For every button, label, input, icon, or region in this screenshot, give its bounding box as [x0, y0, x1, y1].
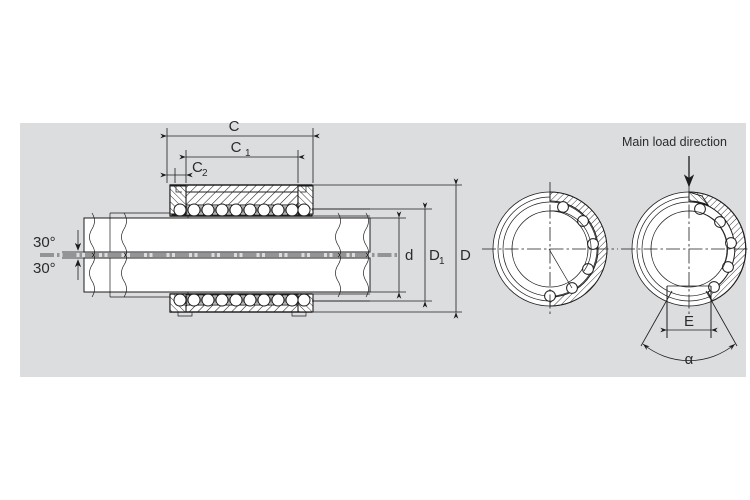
dim-D1-label: D [429, 247, 440, 264]
dim-D1-subscript: 1 [439, 256, 445, 267]
dim-E-label: E [684, 313, 694, 330]
dim-C-label: C [229, 118, 240, 135]
cage-separators-lower [186, 296, 286, 304]
dim-D-label: D [460, 247, 471, 264]
dim-C2-label: C [192, 159, 203, 176]
dim-alpha: α [640, 290, 738, 368]
radial-section-view [482, 182, 618, 316]
dim-C2-subscript: 2 [202, 168, 208, 179]
ball-circle-right-view [694, 203, 737, 293]
axial-cross-section: 30° 30° [33, 118, 471, 319]
load-direction-view: Main load direction [621, 135, 750, 368]
angle-callouts: 30° 30° [33, 230, 96, 280]
bearing-upper-half [169, 184, 314, 217]
dim-C1-label: C [231, 139, 242, 156]
dim-C1-subscript: 1 [245, 148, 251, 159]
angle-bottom-label: 30° [33, 260, 56, 277]
top-dimension-chain: C C 1 C 2 [160, 118, 320, 183]
main-load-direction-label: Main load direction [622, 135, 727, 149]
cage-separators-upper [186, 206, 286, 214]
shaft-body [83, 212, 371, 298]
bearing-lower-half [169, 293, 314, 317]
shaft-center-line [40, 253, 400, 257]
dim-d-label: d [405, 247, 413, 264]
dim-E: E [660, 313, 718, 333]
ball-row-lower [173, 293, 311, 307]
right-dimension-chain: d D 1 D [312, 178, 471, 319]
dim-alpha-label: α [685, 351, 694, 368]
angle-top-label: 30° [33, 234, 56, 251]
